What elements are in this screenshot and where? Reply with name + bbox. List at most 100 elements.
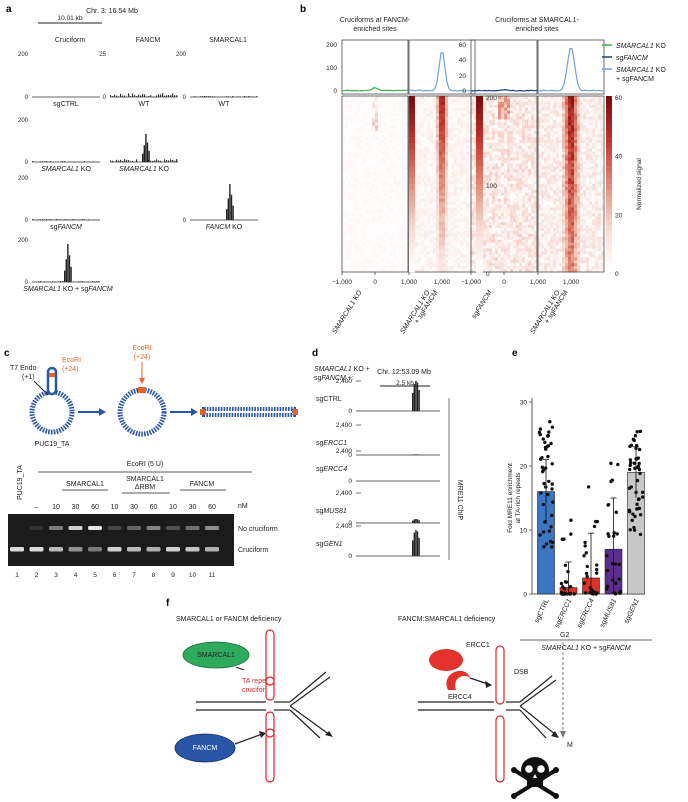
heatmap-cell (528, 142, 532, 147)
heatmap-cell (522, 245, 526, 249)
heatmap-cell (442, 251, 446, 255)
heatmap-cell (483, 98, 487, 103)
heatmap-cell (553, 125, 557, 129)
b-right-title-1: Cruciforms at SMARCAL1- (495, 17, 579, 24)
heatmap-cell (418, 269, 422, 273)
heatmap-cell (354, 104, 358, 109)
heatmap-cell (354, 145, 358, 150)
heatmap-cell (421, 230, 425, 235)
heatmap-cell (457, 160, 461, 164)
heatmap-cell (384, 236, 388, 241)
signal-bar (214, 96, 216, 97)
heatmap-cell (510, 154, 514, 158)
heatmap-cell (433, 242, 437, 246)
heatmap-cell (378, 96, 382, 100)
heatmap-cell (513, 230, 517, 235)
heatmap-cell (589, 142, 593, 147)
heatmap-cell (363, 157, 367, 161)
heatmap-cell (430, 125, 434, 129)
heatmap-cell (486, 260, 490, 264)
heatmap-cell (501, 113, 505, 117)
heatmap-cell (363, 96, 367, 100)
heatmap-cell (396, 110, 400, 114)
heatmap-cell (387, 225, 391, 229)
heatmap-cell (586, 140, 590, 144)
heatmap-cell (522, 201, 526, 205)
heatmap-cell (415, 228, 419, 232)
heatmap-cell (483, 263, 487, 267)
heatmap-cell (405, 195, 409, 199)
heatmap-cell (381, 131, 385, 135)
heatmap-cell (448, 248, 452, 252)
heatmap-cell (454, 134, 458, 138)
heatmap-cell (399, 266, 403, 270)
heatmap-cell (348, 122, 352, 126)
signal-peak (65, 259, 67, 282)
heatmap-cell (507, 110, 511, 114)
heatmap-cell (354, 122, 358, 126)
heatmap-cell (504, 131, 508, 135)
heatmap-cell (583, 137, 587, 141)
heatmap-cell (460, 236, 464, 241)
heatmap-cell (550, 128, 554, 132)
heatmap-cell (445, 98, 449, 103)
heatmap-cell (471, 104, 475, 109)
heatmap-cell (528, 269, 532, 273)
heatmap-cell (460, 142, 464, 147)
heatmap-cell (342, 96, 346, 100)
heatmap-cell (522, 242, 526, 246)
heatmap-cell (522, 257, 526, 261)
heatmap-cell (556, 148, 560, 153)
heatmap-cell (522, 178, 526, 182)
heatmap-cell (483, 131, 487, 135)
heatmap-cell (528, 198, 532, 202)
heatmap-cell (474, 166, 478, 170)
heatmap-cell (384, 113, 388, 117)
heatmap-cell (445, 151, 449, 155)
heatmap-cell (577, 104, 581, 109)
heatmap-cell (357, 163, 361, 167)
heatmap-cell (568, 119, 572, 123)
heatmap-cell (381, 248, 385, 252)
heatmap-cell (396, 216, 400, 220)
heatmap-cell (574, 178, 578, 182)
heatmap-cell (360, 213, 364, 217)
heatmap-cell (507, 248, 511, 252)
heatmap-cell (559, 151, 563, 155)
heatmap-cell (360, 266, 364, 270)
heatmap-cell (547, 96, 551, 100)
heatmap-cell (466, 145, 470, 150)
heatmap-cell (504, 113, 508, 117)
heatmap-cell (390, 98, 394, 103)
heatmap-cell (372, 245, 376, 249)
heatmap-cell (342, 242, 346, 246)
heatmap-cell (504, 204, 508, 208)
heatmap-cell (565, 163, 569, 167)
heatmap-cell (513, 233, 517, 238)
heatmap-cell (402, 160, 406, 164)
heatmap-cell (474, 242, 478, 246)
heatmap-cell (471, 134, 475, 138)
heatmap-cell (436, 219, 440, 223)
heatmap-cell (544, 119, 548, 123)
heatmap-cell (457, 128, 461, 132)
heatmap-cell (424, 257, 428, 261)
heatmap-cell (415, 201, 419, 205)
heatmap-cell (427, 151, 431, 155)
heatmap-cell (451, 113, 455, 117)
heatmap-cell (577, 128, 581, 132)
heatmap-cell (547, 192, 551, 197)
heatmap-cell (427, 140, 431, 144)
heatmap-cell (372, 169, 376, 173)
heatmap-cell (421, 245, 425, 249)
heatmap-cell (469, 166, 473, 170)
heatmap-cell (399, 257, 403, 261)
heatmap-cell (436, 175, 440, 179)
heatmap-cell (565, 131, 569, 135)
heatmap-cell (568, 107, 572, 111)
heatmap-cell (544, 160, 548, 164)
heatmap-cell (489, 104, 493, 109)
heatmap-cell (550, 134, 554, 138)
heatmap-cell (342, 257, 346, 261)
heatmap-cell (471, 113, 475, 117)
